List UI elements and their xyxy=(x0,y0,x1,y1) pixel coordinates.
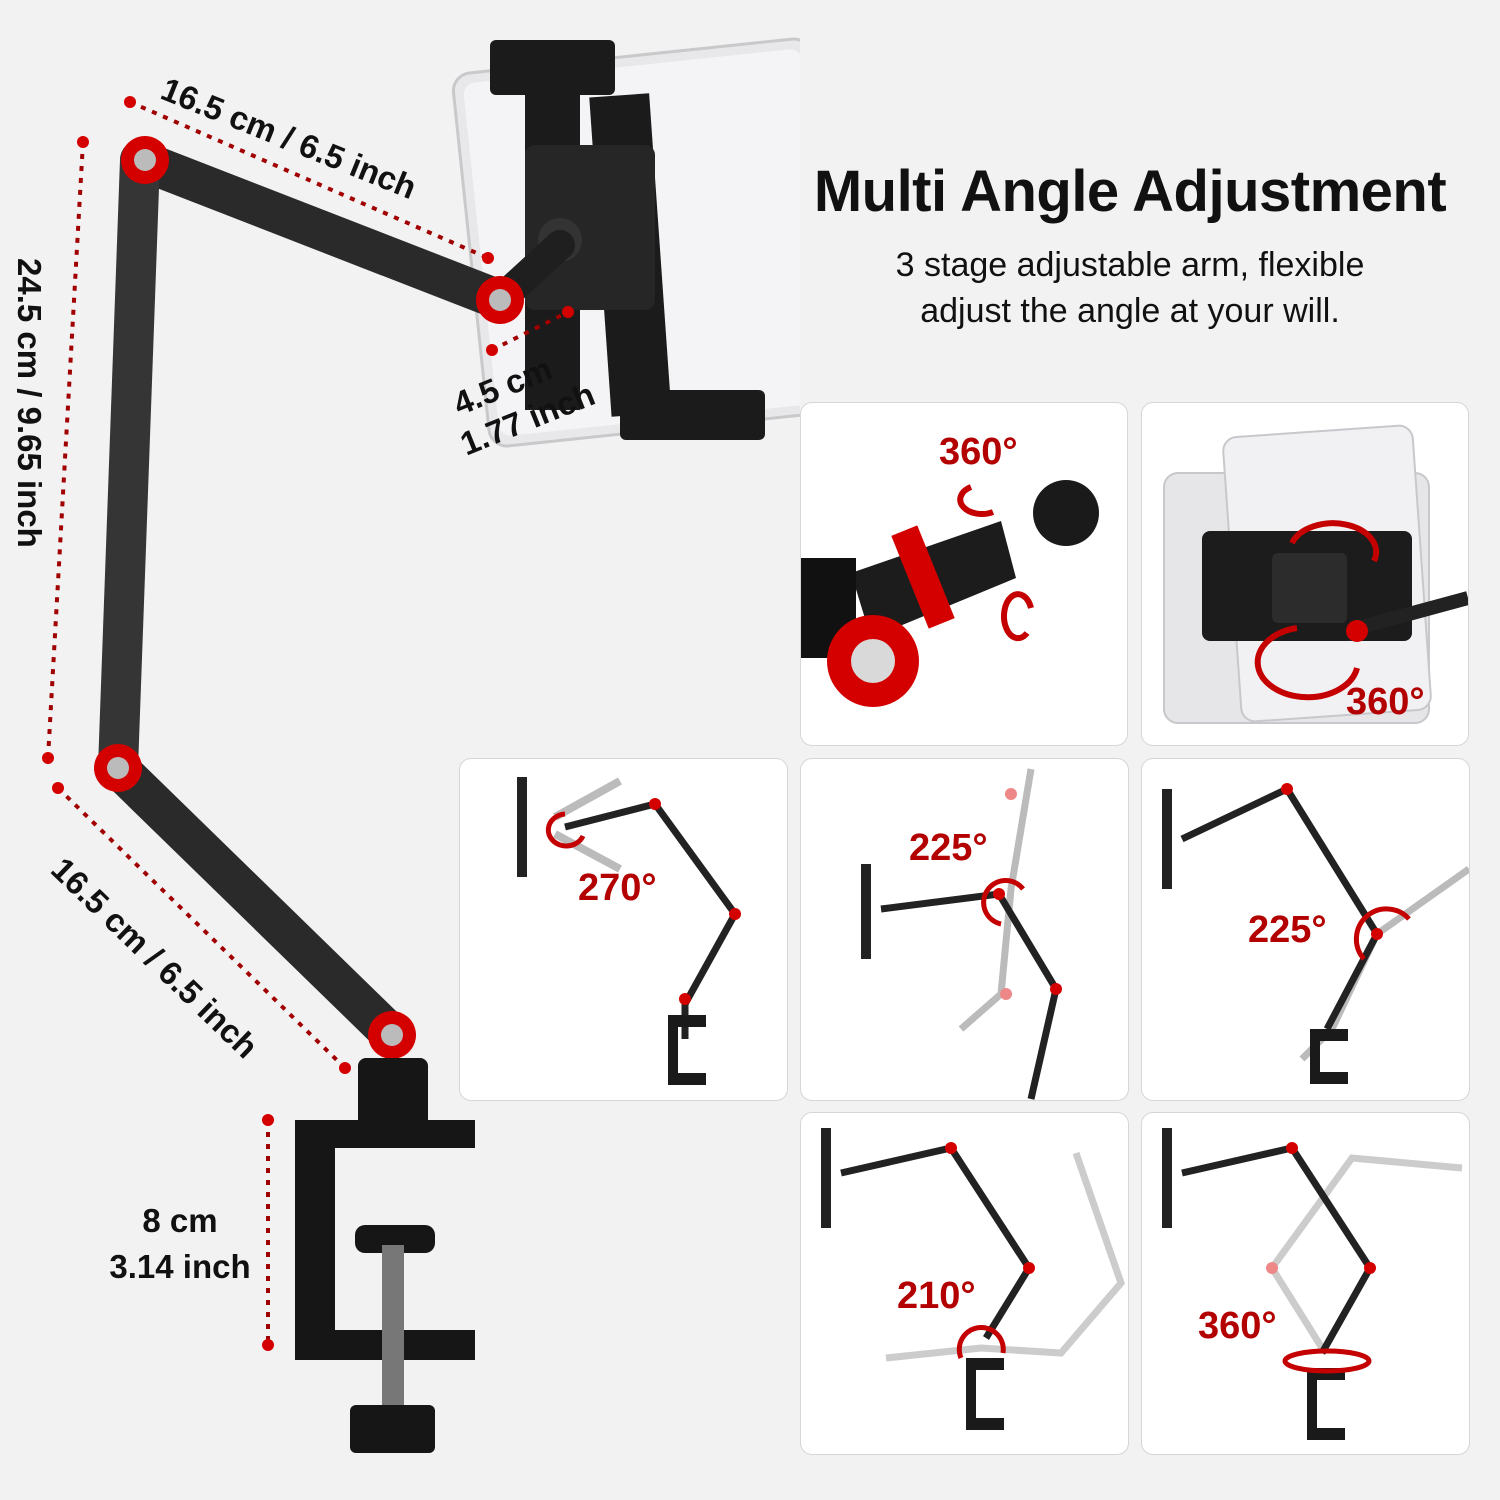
subtitle-line-1: 3 stage adjustable arm, flexible xyxy=(895,246,1365,284)
dimension-endpoints xyxy=(42,96,574,1351)
tablet-holder xyxy=(490,40,765,440)
pose-card-225b: 225° xyxy=(1141,758,1470,1101)
pose-270-illustration xyxy=(517,777,741,1085)
holder-rotation-illustration xyxy=(1163,424,1468,724)
pose-card-270: 270° xyxy=(459,758,788,1101)
subtitle-line-2: adjust the angle at your will. xyxy=(920,292,1340,330)
joint-base xyxy=(368,1011,416,1059)
page-title: Multi Angle Adjustment xyxy=(813,159,1447,224)
pose-225a-angle-label: 225° xyxy=(909,827,988,869)
ball-joint-illustration xyxy=(801,480,1099,707)
joint-middle xyxy=(94,744,142,792)
pose-225b-angle-label: 225° xyxy=(1248,909,1327,951)
pose-card-210: 210° xyxy=(800,1112,1129,1455)
pose-270-angle-label: 270° xyxy=(578,867,657,909)
pose-card-225a: 225° xyxy=(800,758,1129,1101)
arm xyxy=(98,140,575,1055)
pose-360-illustration xyxy=(1162,1128,1463,1440)
product-illustration xyxy=(42,37,800,1453)
desk-clamp xyxy=(295,1058,475,1453)
arm-joints xyxy=(94,136,524,1059)
holder-rotation-angle-label: 360° xyxy=(1346,681,1425,723)
dimension-lines xyxy=(46,100,569,1345)
pose-225a-illustration xyxy=(861,768,1062,1100)
ball-joint-card: 360° xyxy=(800,402,1128,746)
holder-rotation-card: 360° xyxy=(1141,402,1469,746)
clamp-size-label-cm: 8 cm xyxy=(142,1202,218,1239)
ball-joint-angle-label: 360° xyxy=(939,431,1018,473)
clamp-size-label-inch: 3.14 inch xyxy=(109,1248,251,1285)
pose-360-angle-label: 360° xyxy=(1198,1305,1277,1347)
pose-210-angle-label: 210° xyxy=(897,1275,976,1317)
page-subtitle: 3 stage adjustable arm, flexible adjust … xyxy=(780,242,1480,334)
pose-225b-illustration xyxy=(1162,783,1469,1084)
joint-holder xyxy=(476,276,524,324)
vertical-arm-length-label: 24.5 cm / 9.65 inch xyxy=(11,258,48,548)
pose-card-360: 360° xyxy=(1141,1112,1470,1455)
joint-top-left xyxy=(121,136,169,184)
pose-210-illustration xyxy=(821,1128,1125,1430)
